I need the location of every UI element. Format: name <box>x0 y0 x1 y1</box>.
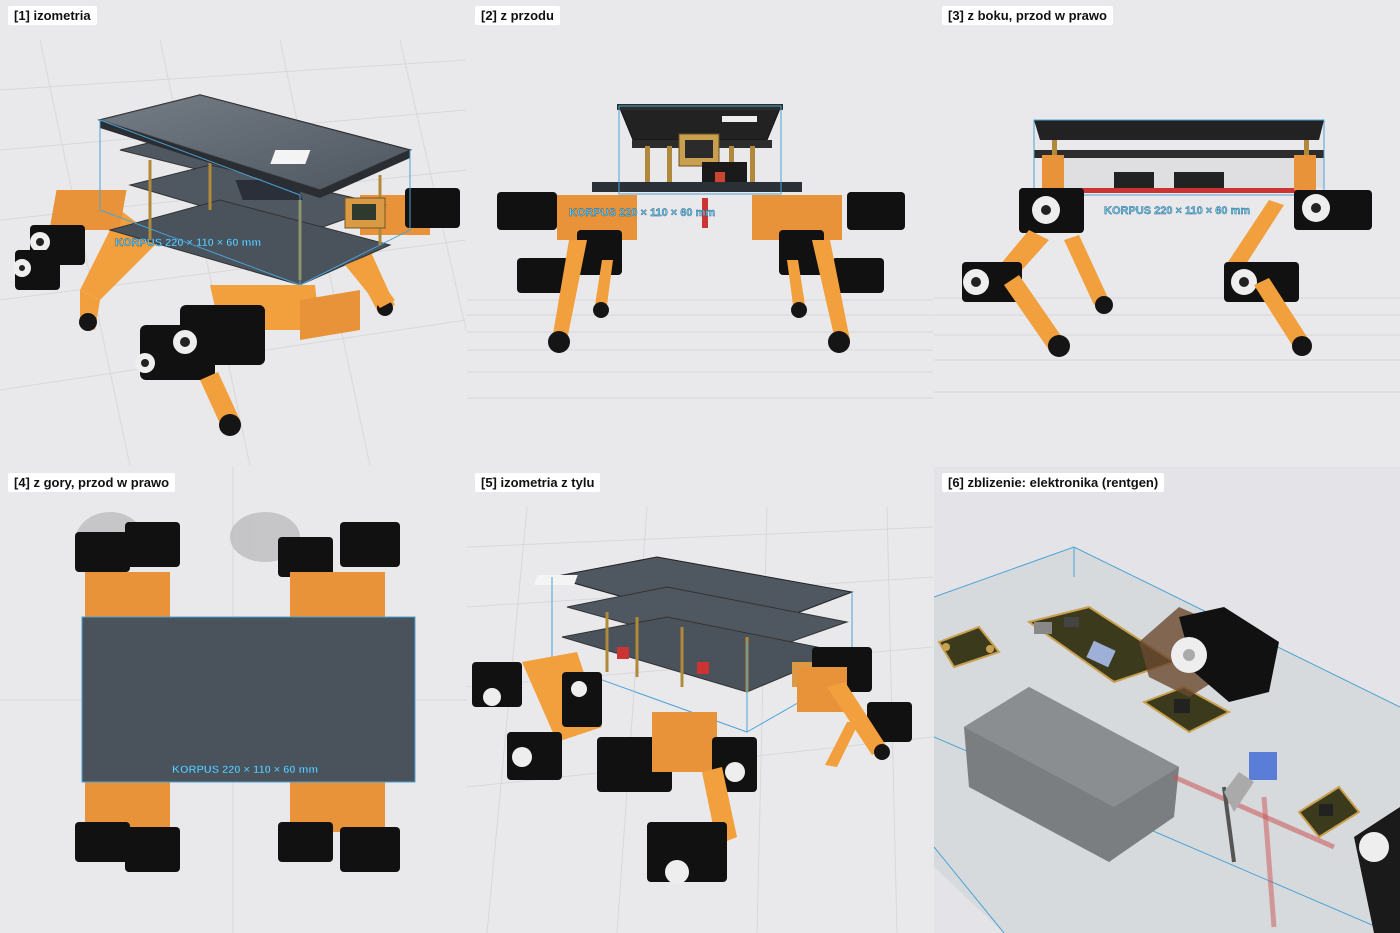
floor-grid <box>467 299 933 399</box>
servo-closeup <box>1139 607 1400 933</box>
viewport-top[interactable]: [4] z gory, przod w prawo <box>0 467 466 933</box>
battery-pack <box>964 687 1179 862</box>
robot-front <box>592 104 802 228</box>
isometric-scene: KORPUS 220 × 110 × 60 mm <box>0 39 466 466</box>
floor-grid <box>934 297 1400 393</box>
viewport-front[interactable]: [2] z przodu <box>467 0 933 466</box>
top-scene: KORPUS 220 × 110 × 60 mm <box>0 467 466 933</box>
view-label-isometric: [1] izometria <box>8 6 97 25</box>
leg-left <box>962 188 1113 357</box>
side-scene: KORPUS 220 × 110 × 60 mm <box>934 119 1400 393</box>
leg-front-right <box>752 192 905 353</box>
body-plate <box>81 616 416 783</box>
view-label-front: [2] z przodu <box>475 6 560 25</box>
viewport-side[interactable]: [3] z boku, przod w prawo <box>934 0 1400 466</box>
dimension-label: KORPUS 220 × 110 × 60 mm <box>1104 205 1250 217</box>
switch <box>1224 752 1277 812</box>
view-label-side: [3] z boku, przod w prawo <box>942 6 1113 25</box>
view-label-rear-isometric: [5] izometria z tylu <box>475 473 601 492</box>
pcb-microcontroller <box>1026 605 1177 684</box>
pcb-driver <box>1141 685 1232 734</box>
dimension-label: KORPUS 220 × 110 × 60 mm <box>172 764 318 776</box>
viewport-isometric[interactable]: [1] izometria <box>0 0 466 466</box>
leg-front-left <box>497 192 637 353</box>
view-label-closeup: [6] zblizenie: elektronika (rentgen) <box>942 473 1165 492</box>
front-scene: KORPUS 220 × 110 × 60 mm <box>467 104 933 399</box>
bounding-box <box>618 105 782 195</box>
dimension-label: KORPUS 220 × 110 × 60 mm <box>115 237 261 249</box>
leg-front-left <box>135 285 360 436</box>
wires <box>1172 774 1336 928</box>
robot-body <box>97 94 413 286</box>
leg-right <box>1224 190 1372 356</box>
leg-front-right <box>345 258 395 308</box>
robot-rear <box>534 556 854 693</box>
legs-top <box>75 522 400 872</box>
closeup-scene <box>934 467 1400 933</box>
leg-rear-left <box>13 190 160 331</box>
legs-rear <box>472 647 912 884</box>
viewport-rear-isometric[interactable]: [5] izometria z tylu <box>467 467 933 933</box>
rear-isometric-scene <box>467 506 933 933</box>
pcb-sensor-left <box>937 625 1001 669</box>
bounding-box <box>1033 119 1325 196</box>
robot-side <box>1034 120 1324 193</box>
view-label-top: [4] z gory, przod w prawo <box>8 473 176 492</box>
dimension-label: KORPUS 220 × 110 × 60 mm <box>569 207 715 219</box>
pcb-sensor-right <box>1297 785 1361 839</box>
viewport-closeup-electronics[interactable]: [6] zblizenie: elektronika (rentgen) <box>934 467 1400 933</box>
